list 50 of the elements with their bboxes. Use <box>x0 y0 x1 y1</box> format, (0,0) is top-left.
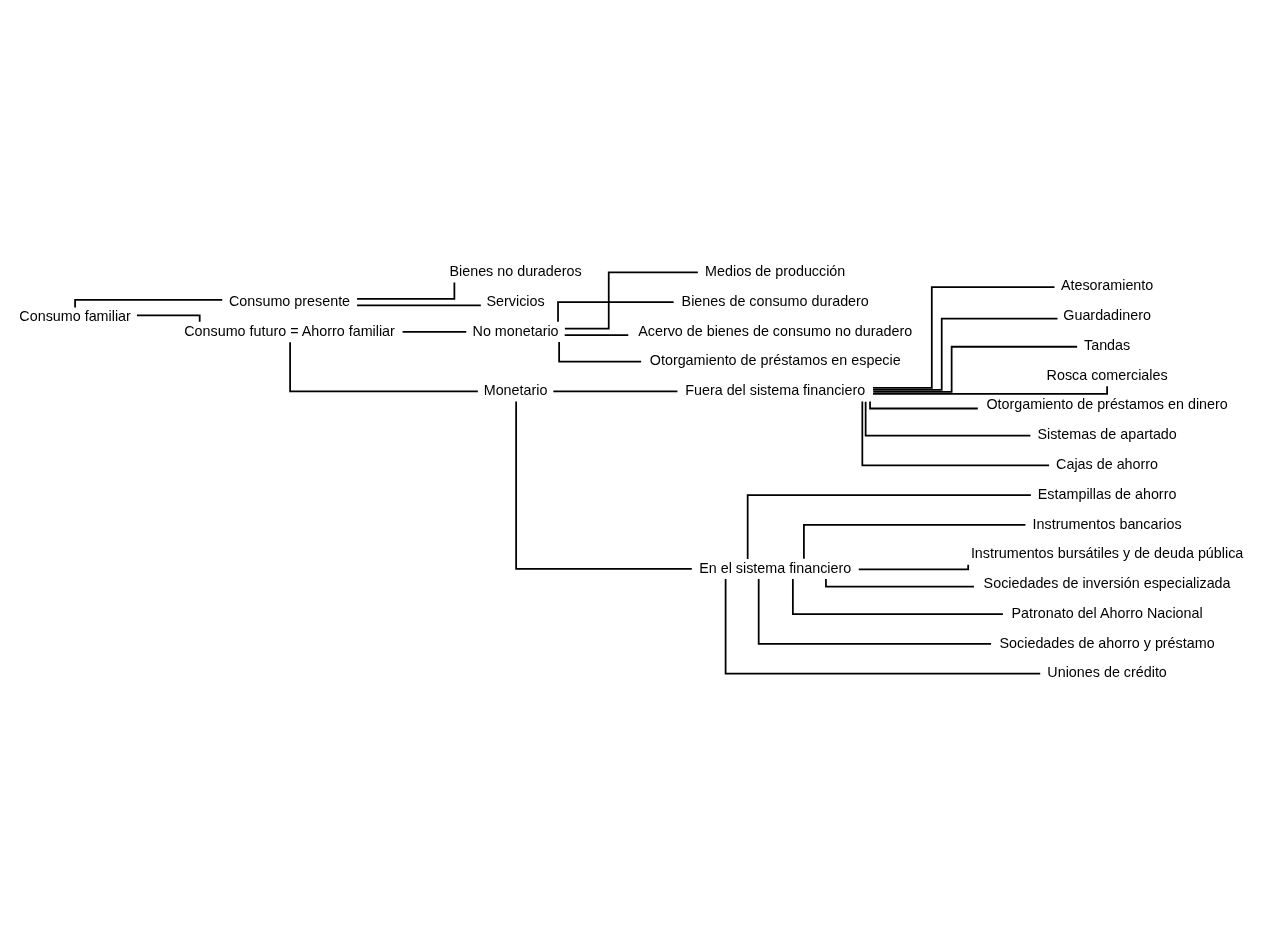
node-text: Bienes de consumo duradero <box>681 292 869 309</box>
node-text: Monetario <box>483 381 548 398</box>
connector <box>872 317 1059 391</box>
connector <box>872 285 1056 389</box>
node-text: Instrumentos bancarios <box>1032 515 1182 532</box>
connector <box>557 300 675 323</box>
connector <box>515 400 693 570</box>
connector <box>136 313 201 323</box>
connector <box>857 563 970 570</box>
node-text: Otorgamiento de préstamos en especie <box>649 351 901 368</box>
connector <box>861 400 1050 466</box>
node-text: Fuera del sistema financiero <box>685 381 866 398</box>
node-text: Instrumentos bursátiles y de deuda pública <box>970 544 1244 561</box>
connector <box>558 340 642 362</box>
node-text: No monetario <box>472 322 559 339</box>
connector <box>872 345 1078 393</box>
node-text: Guardadinero <box>1063 306 1151 323</box>
node-text: Sistemas de apartado <box>1037 425 1177 442</box>
node-text: Otorgamiento de préstamos en dinero <box>986 395 1228 412</box>
node-text: Uniones de crédito <box>1047 663 1167 680</box>
connector <box>864 400 1032 436</box>
connector <box>757 577 992 645</box>
connector <box>724 577 1042 675</box>
connector <box>289 340 479 392</box>
connector <box>356 281 456 300</box>
node-text: Rosca comerciales <box>1046 366 1168 383</box>
node-text: Cajas de ahorro <box>1056 455 1159 472</box>
connector <box>564 270 699 329</box>
node-text: Patronato del Ahorro Nacional <box>1011 604 1203 621</box>
node-text: Atesoramiento <box>1060 276 1154 293</box>
connector <box>563 333 630 336</box>
node-text: Sociedades de ahorro y préstamo <box>999 634 1215 651</box>
node-text: Servicios <box>486 292 545 309</box>
connector <box>356 304 482 306</box>
node-text: Consumo futuro = Ahorro familiar <box>184 322 395 339</box>
node-text: Acervo de bienes de consumo no duradero <box>638 322 913 339</box>
connector <box>869 400 979 409</box>
node-text: Estampillas de ahorro <box>1037 485 1177 502</box>
node-text: En el sistema financiero <box>699 559 852 576</box>
connector <box>552 390 679 392</box>
connector <box>792 577 1004 615</box>
node-text: Consumo familiar <box>19 307 131 324</box>
node-text: Medios de producción <box>705 262 846 279</box>
connector <box>746 493 1032 560</box>
node-text: Consumo presente <box>229 292 351 309</box>
node-text: Tandas <box>1084 336 1131 353</box>
connector <box>401 330 468 333</box>
node-text: Sociedades de inversión especializada <box>983 574 1231 591</box>
connector <box>803 523 1027 560</box>
node-text: Bienes no duraderos <box>449 262 582 279</box>
